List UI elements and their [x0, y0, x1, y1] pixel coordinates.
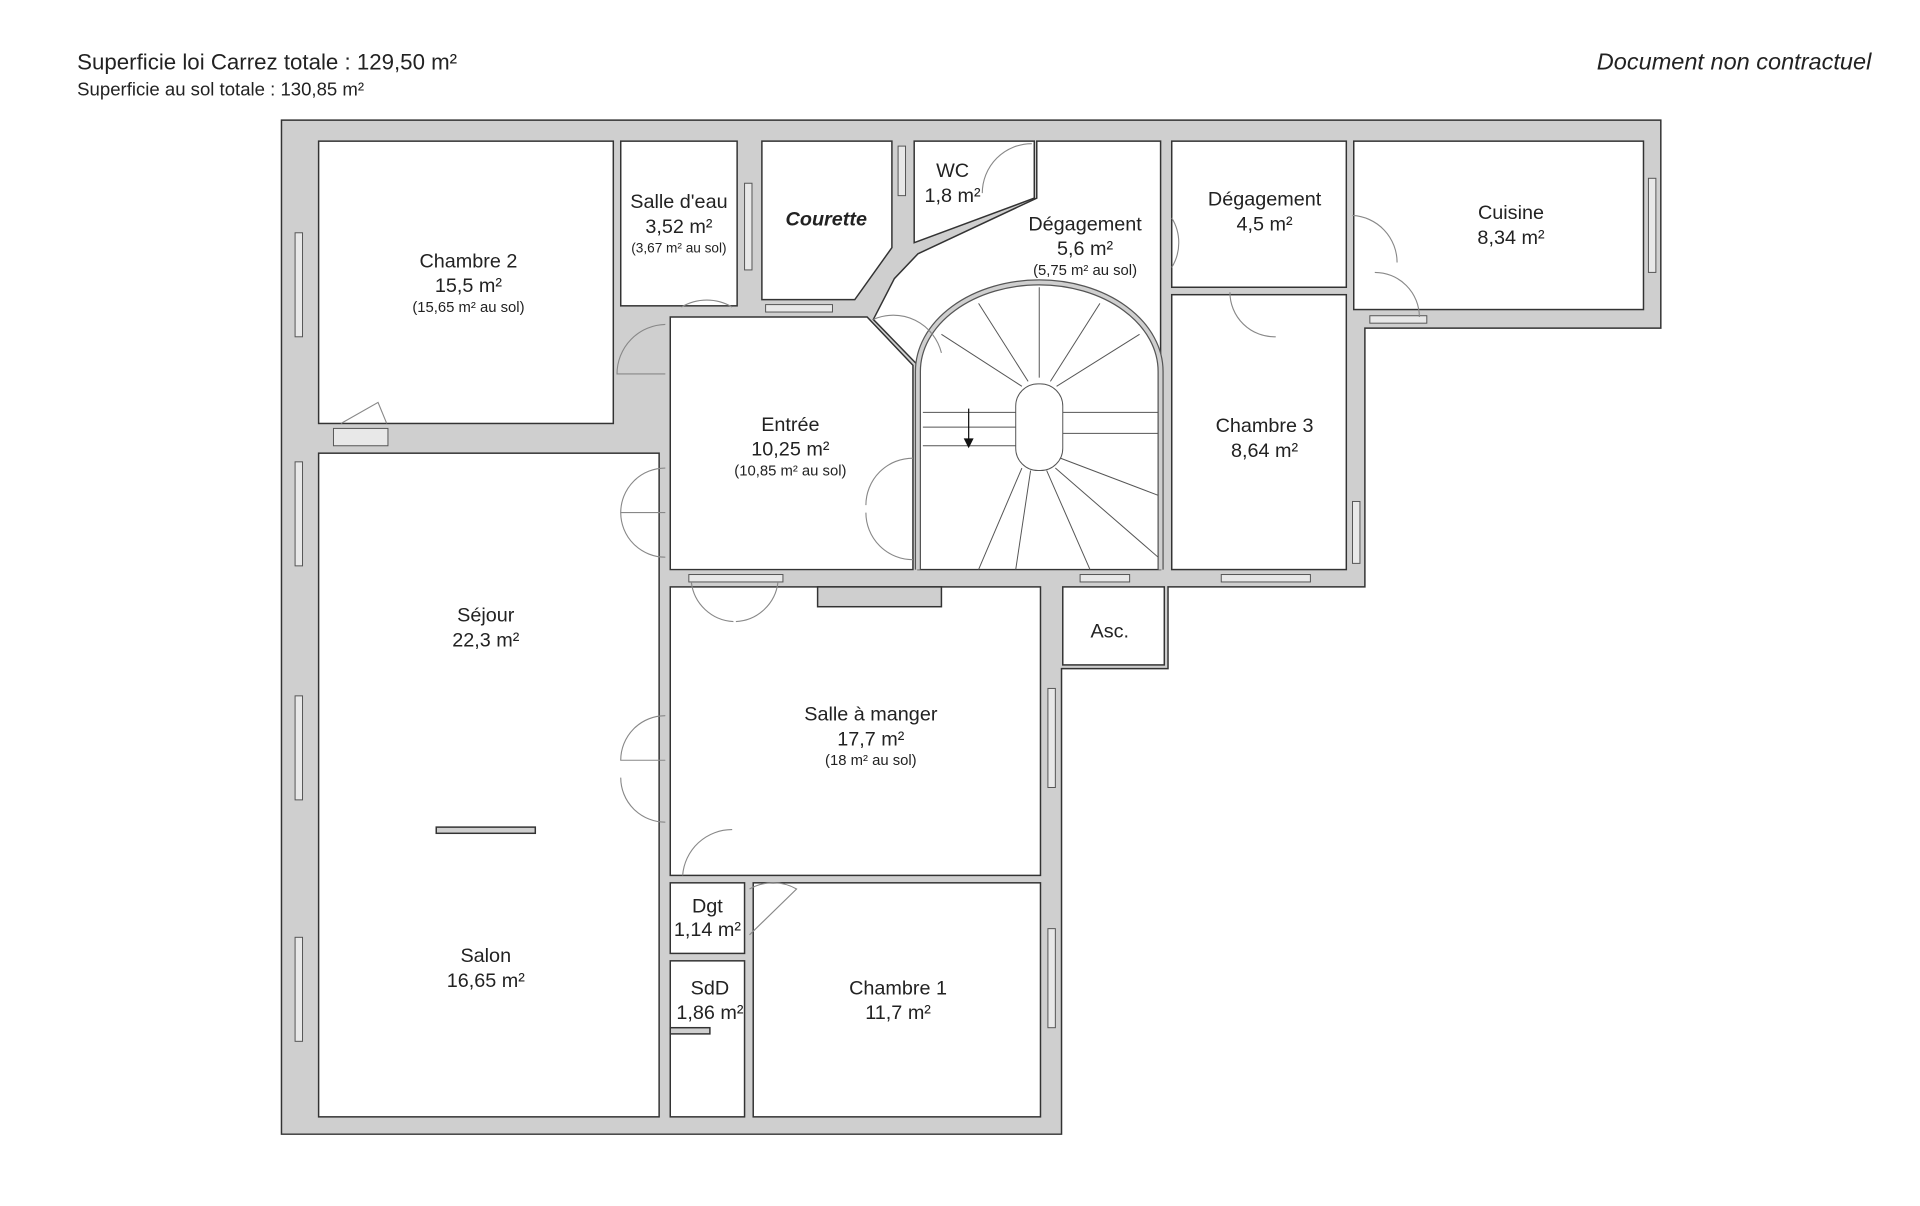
room-area: 5,6 m² — [1057, 238, 1114, 260]
room-area: 17,7 m² — [837, 728, 905, 750]
room-floor-area: (10,85 m² au sol) — [734, 463, 846, 479]
room-area: 3,52 m² — [645, 216, 713, 238]
partition — [669, 1026, 711, 1035]
room-area: 11,7 m² — [865, 1002, 931, 1024]
windows — [294, 145, 1657, 1042]
room-name: Dégagement — [1208, 189, 1322, 211]
room-name: Salon — [460, 945, 511, 967]
bump — [816, 586, 943, 608]
room-ascenseur — [1062, 586, 1166, 666]
label-chambre-2: Chambre 2 15,5 m² (15,65 m² au sol) — [412, 250, 524, 316]
room-area: 1,8 m² — [925, 185, 982, 207]
room-chambre-3 — [1170, 293, 1348, 571]
room-entree — [669, 316, 914, 571]
room-area: 16,65 m² — [447, 970, 526, 992]
room-name: Dgt — [692, 896, 723, 918]
room-sdd — [669, 960, 746, 1118]
label-salle-deau: Salle d'eau 3,52 m² (3,67 m² au sol) — [630, 191, 727, 256]
room-wc — [913, 140, 1036, 244]
room-name: SdD — [691, 977, 730, 999]
partition — [435, 826, 537, 835]
label-sejour: Séjour 22,3 m² — [452, 605, 520, 652]
room-name: Dégagement — [1028, 213, 1142, 235]
label-chambre-1: Chambre 1 11,7 m² — [849, 977, 947, 1024]
label-dgt: Dgt 1,14 m² — [674, 896, 742, 942]
room-degagement-2 — [1170, 140, 1348, 289]
room-name: Entrée — [761, 414, 819, 436]
room-cuisine — [1353, 140, 1645, 311]
disclaimer: Document non contractuel — [1597, 48, 1872, 74]
room-name: Salle d'eau — [630, 191, 727, 213]
carrez-total: Superficie loi Carrez totale : 129,50 m² — [77, 49, 457, 74]
room-area: 4,5 m² — [1237, 213, 1294, 235]
label-cuisine: Cuisine 8,34 m² — [1477, 202, 1545, 249]
room-chambre-1 — [752, 882, 1042, 1118]
room-name: Cuisine — [1478, 202, 1544, 224]
room-courette — [761, 140, 893, 301]
room-name: Chambre 3 — [1216, 415, 1314, 437]
label-courette: Courette — [786, 208, 867, 230]
room-degagement-1 — [872, 140, 1162, 571]
room-name: Salle à manger — [804, 704, 938, 726]
room-dgt — [669, 882, 746, 955]
label-entree: Entrée 10,25 m² (10,85 m² au sol) — [734, 414, 846, 480]
room-name: Chambre 1 — [849, 977, 947, 999]
label-degagement-2: Dégagement 4,5 m² — [1208, 189, 1322, 236]
label-chambre-3: Chambre 3 8,64 m² — [1216, 415, 1314, 462]
room-chambre-2 — [317, 140, 615, 425]
room-area: 22,3 m² — [452, 629, 520, 651]
stair-direction-arrow-icon — [963, 438, 974, 449]
room-name: WC — [936, 160, 969, 182]
room-floor-area: (18 m² au sol) — [825, 753, 917, 769]
room-name: Chambre 2 — [419, 250, 517, 272]
room-floor-area: (3,67 m² au sol) — [631, 241, 726, 256]
room-area: 1,86 m² — [676, 1002, 744, 1024]
label-salon: Salon 16,65 m² — [447, 945, 526, 992]
room-floor-area: (5,75 m² au sol) — [1033, 263, 1137, 279]
room-name: Séjour — [457, 605, 515, 627]
label-wc: WC 1,8 m² — [925, 160, 982, 207]
doors — [340, 143, 1420, 936]
label-ascenseur: Asc. — [1091, 621, 1130, 643]
room-area: 10,25 m² — [751, 439, 830, 461]
label-degagement-1: Dégagement 5,6 m² (5,75 m² au sol) — [1028, 213, 1142, 279]
room-salle-a-manger — [669, 586, 1042, 877]
room-floor-area: (15,65 m² au sol) — [412, 300, 524, 316]
room-salle-deau — [619, 140, 738, 307]
room-area: 15,5 m² — [435, 275, 503, 297]
staircase — [914, 279, 1164, 570]
room-sejour-salon — [317, 452, 660, 1118]
floor-total: Superficie au sol totale : 130,85 m² — [77, 78, 364, 99]
room-area: 8,34 m² — [1477, 227, 1545, 249]
room-area: 8,64 m² — [1231, 440, 1299, 462]
label-salle-a-manger: Salle à manger 17,7 m² (18 m² au sol) — [804, 704, 938, 770]
label-sdd: SdD 1,86 m² — [676, 977, 744, 1024]
room-area: 1,14 m² — [674, 919, 742, 941]
